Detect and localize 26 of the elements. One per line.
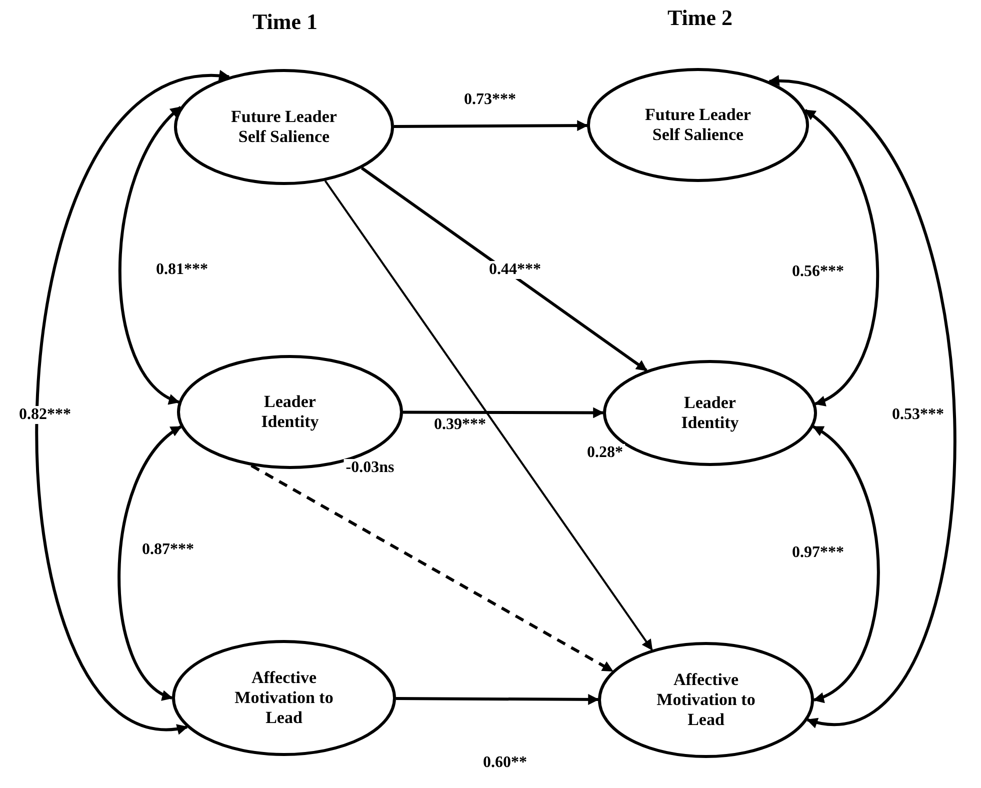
latent-variable-ellipse [174,69,394,185]
time-heading: Time 1 [252,9,318,35]
arrow [396,694,600,705]
path-coefficient: 0.44*** [487,261,543,279]
arrow [118,106,182,404]
arrow [360,166,648,372]
arrow [394,120,588,132]
arrow [118,426,182,700]
arrow [812,426,880,702]
arrow [768,78,956,726]
variable-name: Leader Identity [260,392,320,432]
variable-name: Affective Motivation to Lead [234,668,334,728]
path-coefficient: 0.82*** [17,406,73,424]
arrow [403,407,604,418]
latent-variable-ellipse [587,68,809,182]
latent-variable-ellipse [598,642,814,758]
variable-name: Future Leader Self Salience [644,105,752,145]
variable-name: Future Leader Self Salience [230,107,338,147]
arrow [324,180,653,651]
time-heading: Time 2 [668,5,732,31]
arrow [36,72,230,732]
arrow [250,464,614,672]
variable-name: Leader Identity [680,393,740,433]
variable-name: Affective Motivation to Lead [656,670,756,730]
arrow [804,109,880,406]
latent-variable-ellipse [172,640,396,756]
